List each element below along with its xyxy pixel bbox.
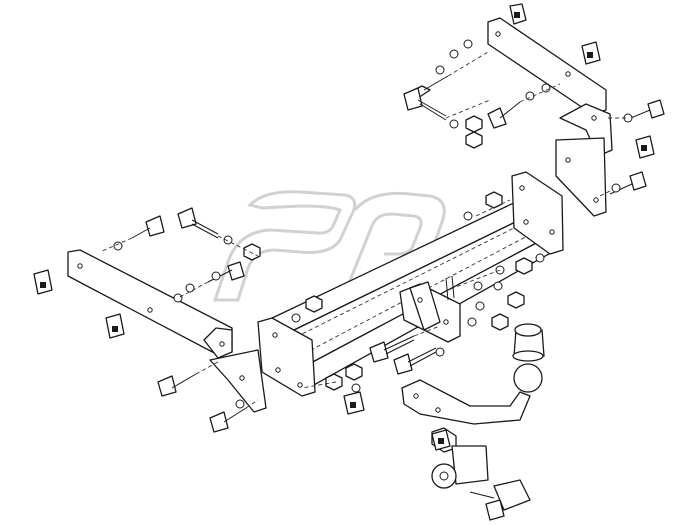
cage-nut-left-1 xyxy=(33,269,53,295)
nut-left-1 xyxy=(243,243,261,261)
washers xyxy=(113,39,633,409)
bolt-neck-1 xyxy=(369,335,415,363)
nut-left-2 xyxy=(305,295,323,313)
nut-mid-1 xyxy=(515,257,533,275)
neck-mounting-plate xyxy=(399,275,461,343)
cage-nut-bottom xyxy=(343,391,365,415)
bolt-right-2 xyxy=(609,171,647,195)
nut-mid-2 xyxy=(507,291,525,309)
bolt-left-2 xyxy=(177,207,219,239)
left-side-bracket xyxy=(67,249,267,413)
crossbar-end-flange-right xyxy=(511,171,564,255)
bolt-neck-2 xyxy=(393,347,437,375)
bolt-top-2 xyxy=(403,87,447,121)
tow-ball-neck xyxy=(401,379,531,425)
cage-nut-top-2 xyxy=(581,41,601,65)
electrical-socket xyxy=(469,479,531,521)
assembly-guide-lines xyxy=(99,51,626,409)
cage-nut-top-1 xyxy=(509,3,527,25)
tow-ball xyxy=(512,323,545,393)
nut-top-2 xyxy=(465,131,483,149)
bolt-top-3 xyxy=(487,101,521,129)
nut-bottom-1 xyxy=(345,363,363,381)
cage-nut-left-2 xyxy=(105,313,125,339)
cage-nut-right xyxy=(635,135,655,159)
right-side-bracket xyxy=(487,17,613,217)
nut-right-1 xyxy=(485,191,503,209)
bolt-bottom-1 xyxy=(157,373,197,397)
cage-nut-socket xyxy=(431,429,451,451)
bolt-left-1 xyxy=(131,215,165,239)
bolt-bottom-2 xyxy=(209,407,247,433)
nut-top-1 xyxy=(465,115,483,133)
crossbar-end-flange-left xyxy=(257,317,316,397)
nut-mid-3 xyxy=(491,313,509,331)
